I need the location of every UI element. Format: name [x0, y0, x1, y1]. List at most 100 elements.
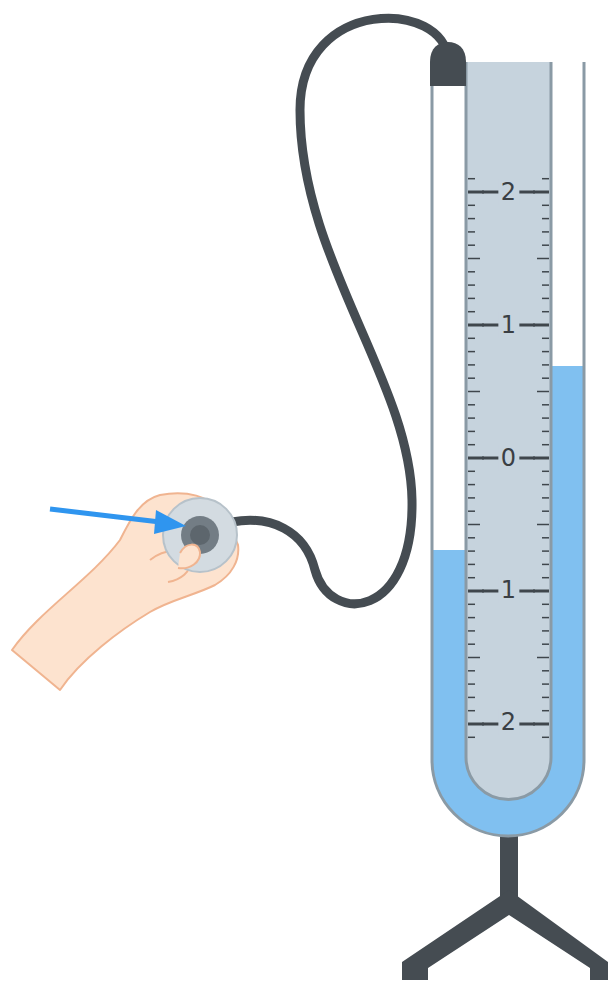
tick	[542, 510, 549, 512]
tick	[468, 457, 484, 460]
tick	[468, 524, 480, 526]
tick	[542, 683, 549, 685]
tick	[542, 471, 549, 473]
tick	[468, 471, 475, 473]
tick	[542, 550, 549, 552]
tick	[542, 484, 549, 486]
scale-number: 2	[498, 179, 519, 205]
tick	[542, 431, 549, 433]
tick	[542, 231, 549, 233]
tick	[468, 630, 475, 632]
tick	[468, 497, 475, 499]
tick	[468, 510, 475, 512]
tick	[468, 377, 475, 379]
tick	[542, 364, 549, 366]
tick	[542, 710, 549, 712]
tick	[468, 364, 475, 366]
tick	[468, 218, 475, 220]
tick	[542, 351, 549, 353]
tick	[542, 737, 549, 739]
tick	[542, 537, 549, 539]
stand	[402, 830, 608, 980]
tick	[542, 670, 549, 672]
tick	[468, 191, 484, 194]
tick	[468, 231, 475, 233]
tick	[533, 324, 549, 327]
tick	[468, 271, 475, 273]
tick	[468, 604, 475, 606]
tick	[537, 391, 549, 393]
tick	[468, 284, 475, 286]
tick	[537, 524, 549, 526]
tick	[542, 377, 549, 379]
tick	[468, 670, 475, 672]
tick	[468, 564, 475, 566]
tick	[542, 244, 549, 246]
tick	[468, 550, 475, 552]
tick	[468, 244, 475, 246]
tick	[468, 431, 475, 433]
tick	[468, 590, 484, 593]
tick	[542, 604, 549, 606]
tick	[468, 444, 475, 446]
scale-column	[466, 62, 551, 800]
tick	[542, 404, 549, 406]
tick	[542, 311, 549, 313]
tick	[542, 218, 549, 220]
push-arrow	[50, 509, 186, 534]
tick	[542, 564, 549, 566]
scale-number: 1	[498, 312, 519, 338]
tick	[542, 205, 549, 207]
tick	[468, 537, 475, 539]
tick	[542, 284, 549, 286]
tick	[533, 191, 549, 194]
tick	[468, 577, 475, 579]
tick	[468, 723, 484, 726]
hose-cap	[430, 42, 466, 86]
tick	[468, 697, 475, 699]
tick	[537, 258, 549, 260]
tick	[468, 351, 475, 353]
tick	[468, 683, 475, 685]
pressure-gauge	[163, 498, 237, 572]
hose	[232, 18, 448, 603]
tick	[468, 298, 475, 300]
tick	[542, 630, 549, 632]
tick	[468, 417, 475, 419]
tick	[468, 737, 475, 739]
tick	[542, 271, 549, 273]
tick	[468, 643, 475, 645]
tick	[537, 657, 549, 659]
tick	[542, 298, 549, 300]
tick	[542, 338, 549, 340]
tick	[533, 590, 549, 593]
tick	[468, 324, 484, 327]
tick	[468, 710, 475, 712]
scale-number: 1	[498, 577, 519, 603]
tick	[542, 417, 549, 419]
thumb	[178, 545, 200, 569]
tick	[468, 391, 480, 393]
tick	[468, 205, 475, 207]
tick	[542, 444, 549, 446]
tick	[542, 617, 549, 619]
tick	[468, 311, 475, 313]
tick	[468, 484, 475, 486]
scale-ticks	[468, 179, 549, 738]
tick	[533, 457, 549, 460]
tube-outline	[432, 62, 584, 836]
hand	[12, 493, 238, 690]
scale-number: 0	[498, 445, 519, 471]
tick	[542, 497, 549, 499]
tick	[542, 697, 549, 699]
tick	[542, 643, 549, 645]
tick	[468, 617, 475, 619]
tick	[468, 178, 475, 180]
scale-number: 2	[498, 709, 519, 735]
tick	[468, 258, 480, 260]
tick	[533, 723, 549, 726]
tick	[468, 338, 475, 340]
tick	[468, 404, 475, 406]
tick	[542, 577, 549, 579]
